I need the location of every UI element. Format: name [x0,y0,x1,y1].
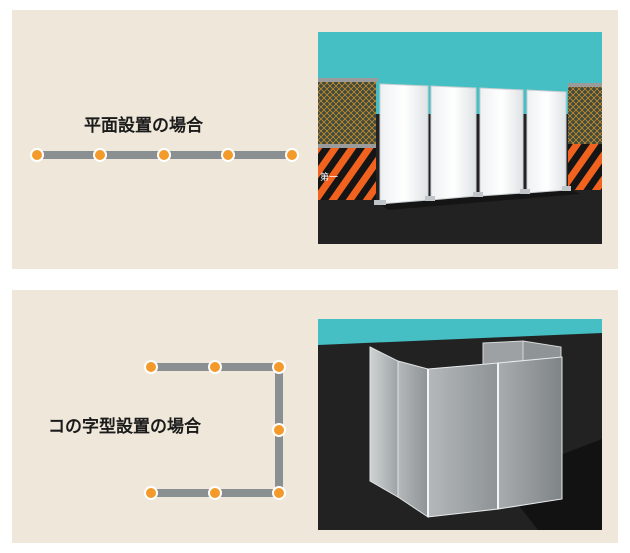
joint-node [272,360,286,374]
u-shape-installation-render [318,319,602,530]
joint-node [93,148,107,162]
joint-node [30,148,44,162]
u-shape-installation-title: コの字型設置の場合 [48,417,201,437]
joint-node [208,486,222,500]
joint-node [144,360,158,374]
joint-node [272,423,286,437]
flat-installation-title: 平面設置の場合 [84,116,203,136]
sign-text: 第一 [320,171,338,183]
joint-node [157,148,171,162]
joint-node [221,148,235,162]
flat-installation-render: 第一 [318,32,602,244]
joint-node [272,486,286,500]
joint-node [285,148,299,162]
joint-node [144,486,158,500]
joint-node [208,360,222,374]
